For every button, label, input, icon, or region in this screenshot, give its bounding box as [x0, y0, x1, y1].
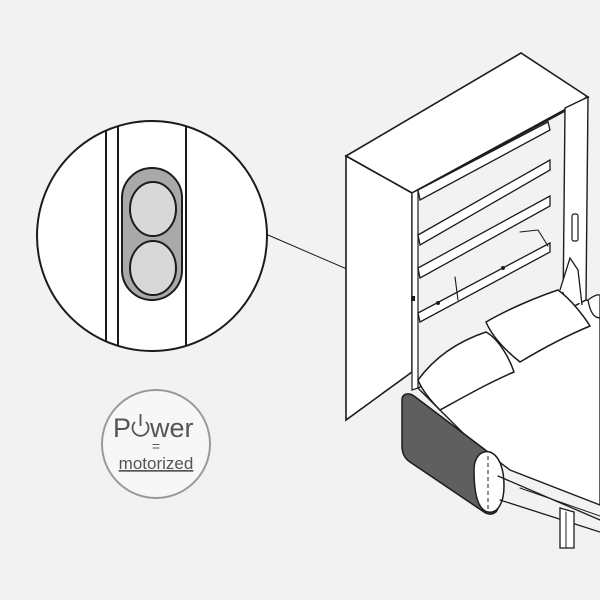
- power-icon: [131, 414, 150, 437]
- pillow-left: [417, 331, 515, 411]
- shelf-1: [417, 121, 551, 201]
- cabinet-left-panel: [345, 154, 413, 422]
- bed-leg: [559, 507, 575, 549]
- power-motorized-badge: P wer = motorized: [101, 389, 211, 499]
- pillow-right: [485, 289, 592, 363]
- cabinet-front-strip: [411, 189, 419, 391]
- wall-bed-cabinet: [344, 52, 590, 422]
- callout-circle-outline: [36, 120, 268, 352]
- shelf-2: [417, 158, 551, 247]
- badge-power-letter-p: P: [113, 413, 131, 443]
- shelf-4: [417, 241, 551, 323]
- shelf-3: [417, 194, 551, 279]
- badge-circle: [101, 389, 211, 499]
- magnifier-callout: [36, 120, 268, 352]
- badge-subtitle: motorized: [119, 454, 194, 473]
- headboard-cushion: [473, 450, 505, 513]
- badge-power-letters-wer: wer: [149, 413, 194, 443]
- pillow-back: [559, 256, 583, 306]
- switch-button-down: [129, 240, 177, 296]
- shelf-knob-right: [501, 266, 505, 270]
- badge-equals-sign: =: [152, 438, 160, 454]
- shelf-divider: [454, 276, 459, 301]
- bed-rail-mid: [519, 487, 600, 517]
- pillow-edge: [587, 294, 600, 319]
- cabinet-right-slot: [571, 213, 579, 242]
- folded-bed: [401, 256, 600, 549]
- bed-rail-bottom: [499, 499, 600, 533]
- shelf-back-detail: [519, 229, 549, 247]
- switch-location-marker: [411, 296, 415, 301]
- shelf-knob-left: [436, 301, 440, 305]
- double-button-switch-icon: [121, 167, 183, 301]
- switch-button-up: [129, 181, 177, 237]
